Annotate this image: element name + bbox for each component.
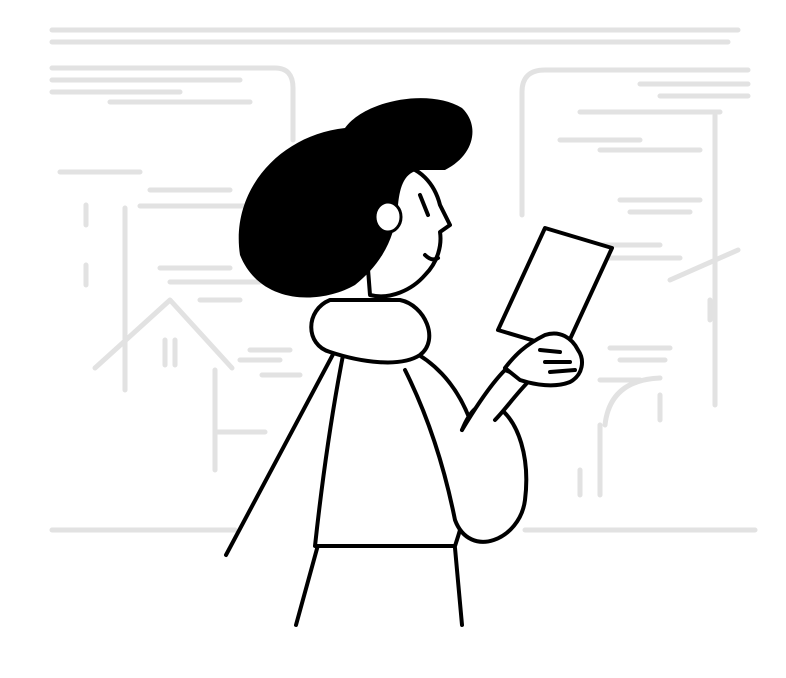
eye-icon	[418, 193, 430, 217]
lines-left	[49, 77, 303, 378]
lines-right	[557, 81, 751, 383]
collar	[309, 298, 432, 365]
background-scenery	[49, 27, 758, 533]
hair	[238, 98, 473, 298]
left-frame	[49, 65, 296, 143]
ear	[373, 200, 403, 234]
fingers	[538, 348, 577, 374]
legs	[294, 543, 464, 627]
verticals-left	[83, 202, 268, 473]
hand	[503, 331, 584, 388]
house-wall	[162, 337, 178, 368]
house-roof	[92, 297, 235, 371]
back-line	[224, 343, 340, 557]
right-frame	[519, 67, 751, 218]
mouth	[423, 253, 440, 262]
woman-figure	[224, 98, 614, 627]
arch-right	[602, 375, 663, 428]
verticals-right	[577, 112, 741, 498]
